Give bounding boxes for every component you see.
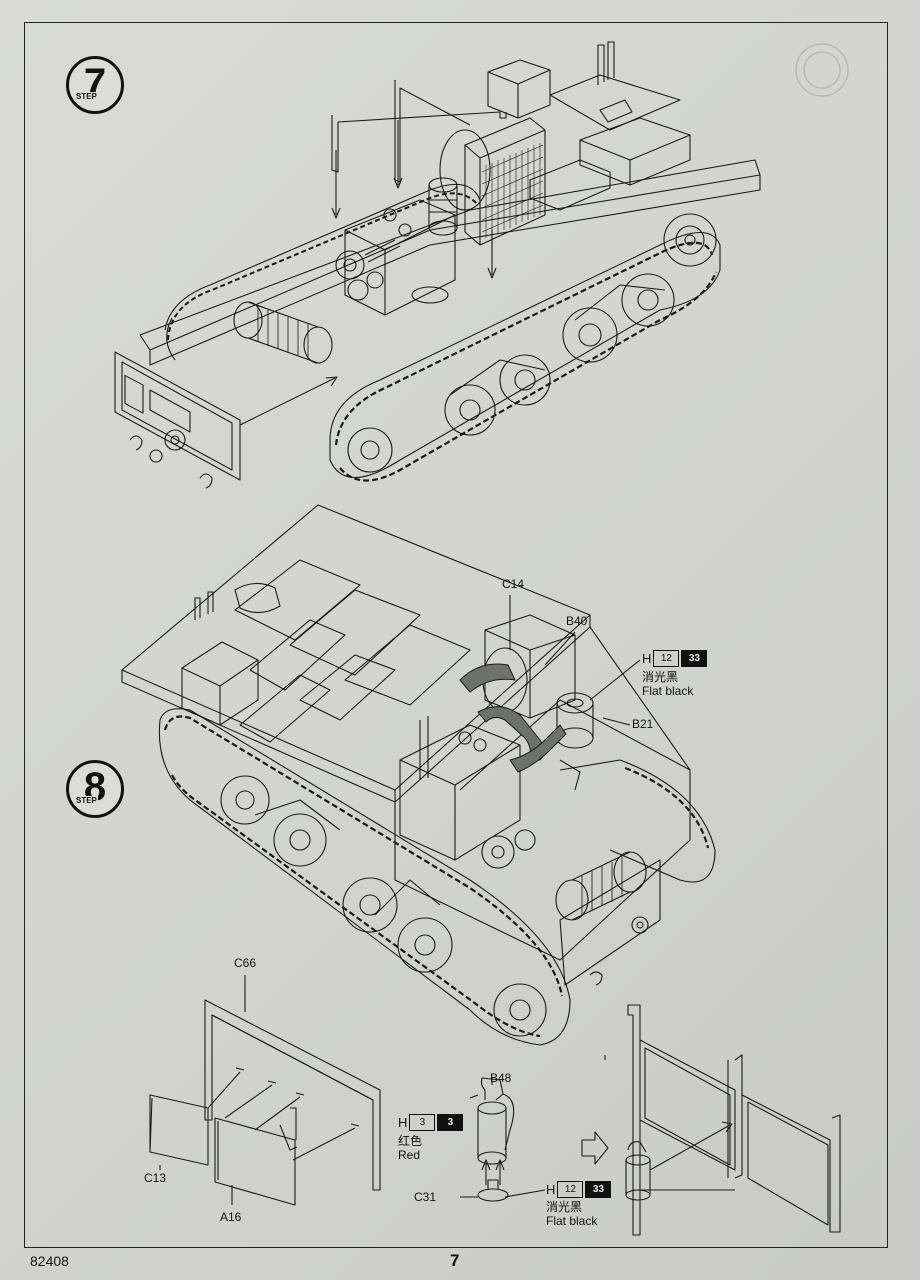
paint-code-dark: 33	[585, 1181, 612, 1198]
paint-name-cn: 消光黑	[642, 670, 679, 684]
paint-callout-red: H 3 3	[398, 1114, 464, 1131]
paint-prefix: H	[642, 651, 652, 666]
step-8-tag: STEP	[75, 796, 98, 805]
step7-vehicle-drawing	[114, 41, 761, 489]
page-number: 7	[450, 1251, 460, 1270]
step-8-badge: 8 STEP	[66, 760, 124, 818]
paint-callout-flat-black-1: H 12 33	[642, 650, 708, 667]
paint-names-flat-black-2: 消光黑 Flat black	[546, 1200, 597, 1228]
paint-code-light: 3	[409, 1114, 436, 1131]
fire-extinguisher-drawing	[460, 1004, 841, 1236]
part-label-c66: C66	[234, 956, 257, 970]
paint-prefix: H	[546, 1182, 556, 1197]
part-label-a16: A16	[220, 1210, 242, 1224]
paint-name-en: Flat black	[546, 1214, 598, 1228]
paint-names-flat-black-1: 消光黑 Flat black	[642, 670, 693, 698]
paint-name-cn: 消光黑	[546, 1200, 583, 1214]
part-label-c14: C14	[502, 577, 525, 591]
paint-code-dark: 3	[437, 1114, 464, 1131]
part-label-b40: B40	[566, 614, 588, 628]
paint-names-red: 红色 Red	[398, 1134, 422, 1162]
paint-prefix: H	[398, 1115, 408, 1130]
part-label-b48: B48	[490, 1071, 512, 1085]
kit-number: 82408	[30, 1253, 69, 1269]
part-label-b21: B21	[632, 717, 654, 731]
publisher-seal-watermark	[795, 43, 849, 97]
paint-name-en: Flat black	[642, 684, 694, 698]
step-7-tag: STEP	[75, 92, 98, 101]
paint-name-cn: 红色	[398, 1134, 423, 1148]
headlight-panel-drawing	[149, 975, 381, 1206]
step8-vehicle-drawing	[121, 504, 716, 1046]
part-label-c31: C31	[414, 1190, 437, 1204]
paint-code-dark: 33	[681, 650, 708, 667]
step-7-badge: 7 STEP	[66, 56, 124, 114]
paint-code-light: 12	[653, 650, 680, 667]
part-label-c13: C13	[144, 1171, 167, 1185]
paint-code-light: 12	[557, 1181, 584, 1198]
paint-callout-flat-black-2: H 12 33	[546, 1181, 612, 1198]
hose-parts	[459, 663, 567, 773]
page-frame	[24, 22, 888, 1248]
paint-name-en: Red	[398, 1148, 421, 1162]
